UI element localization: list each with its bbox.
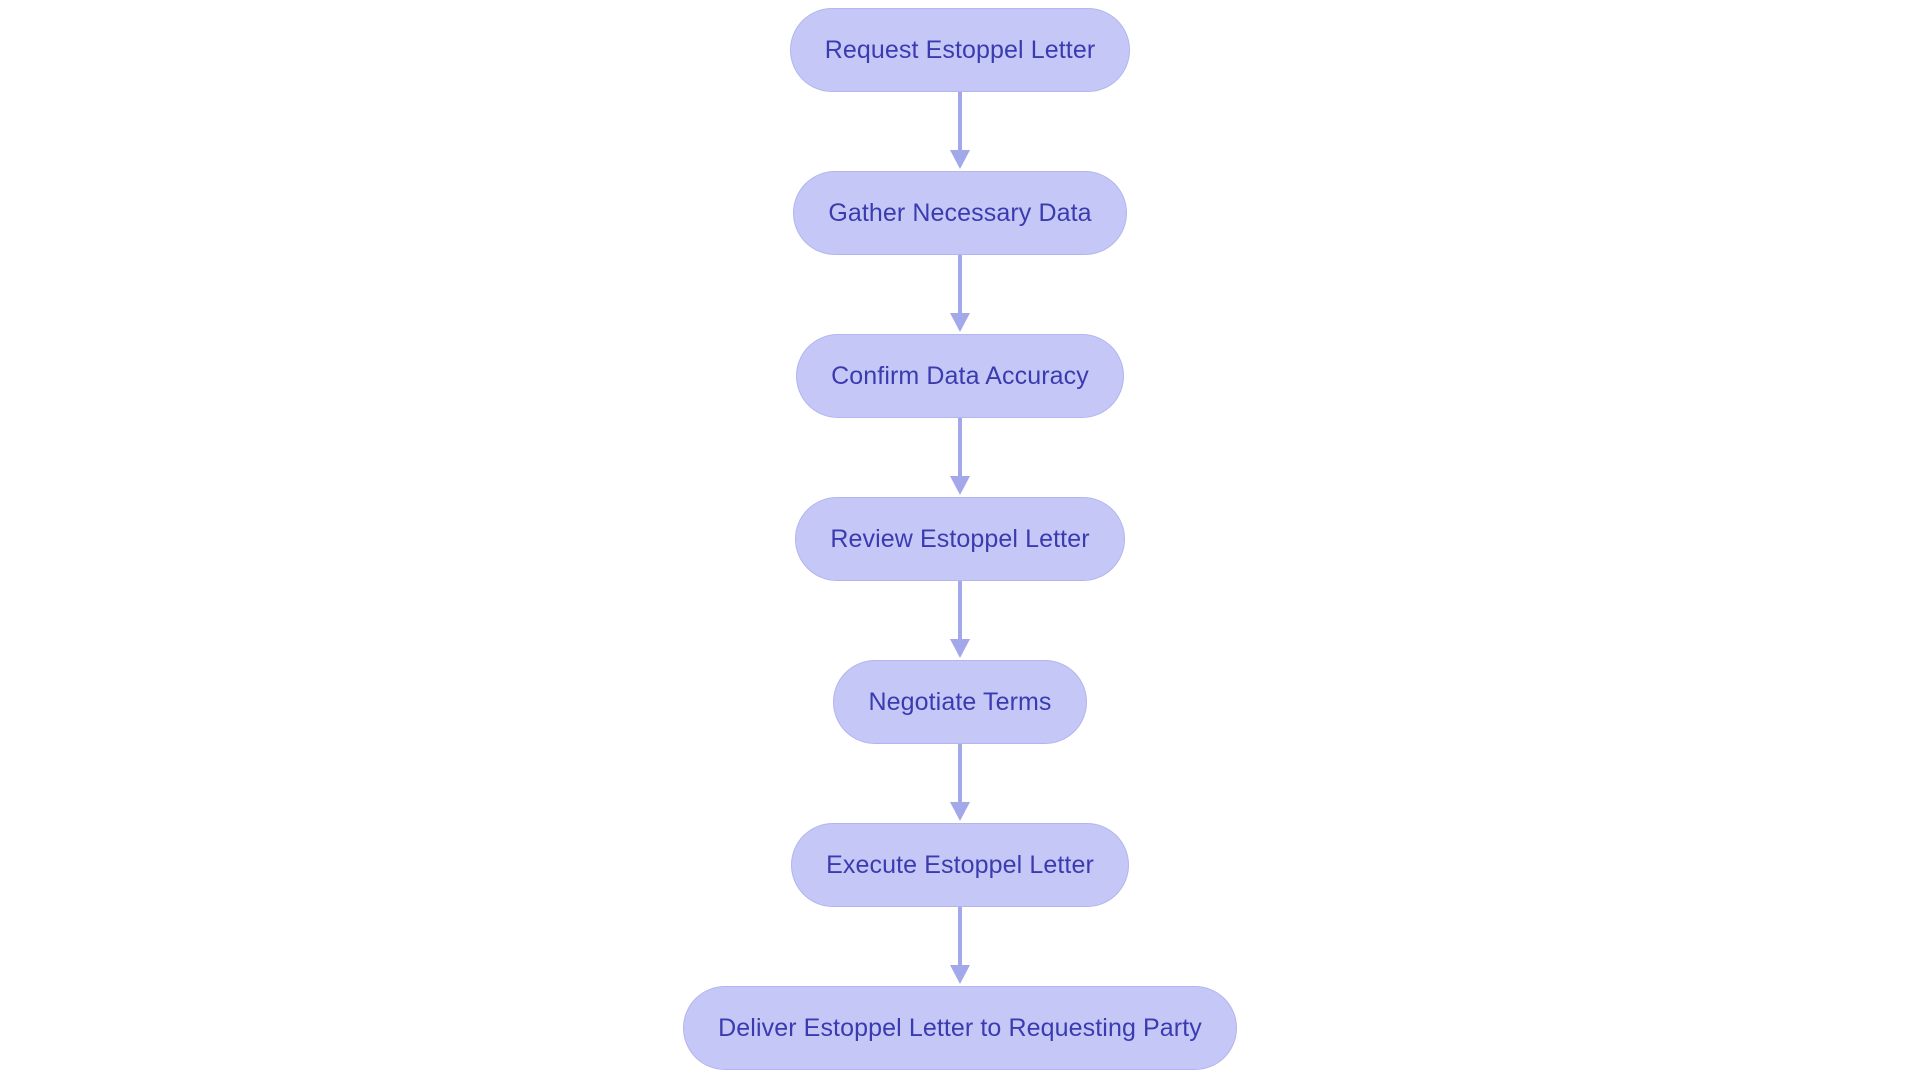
arrow-head-icon bbox=[950, 639, 970, 658]
flow-node-deliver-estoppel-letter-to-requesting-party[interactable]: Deliver Estoppel Letter to Requesting Pa… bbox=[683, 986, 1237, 1070]
arrow-head-icon bbox=[950, 965, 970, 984]
flow-arrow-down-4 bbox=[950, 581, 970, 658]
flow-node-request-estoppel-letter[interactable]: Request Estoppel Letter bbox=[789, 8, 1131, 92]
flow-arrow-down-1 bbox=[950, 92, 970, 169]
flow-node-negotiate-terms[interactable]: Negotiate Terms bbox=[833, 660, 1087, 744]
flow-node-execute-estoppel-letter[interactable]: Execute Estoppel Letter bbox=[791, 823, 1129, 907]
arrow-head-icon bbox=[950, 802, 970, 821]
arrow-head-icon bbox=[950, 476, 970, 495]
flow-node-review-estoppel-letter[interactable]: Review Estoppel Letter bbox=[795, 497, 1125, 581]
arrow-head-icon bbox=[950, 313, 970, 332]
flow-arrow-down-2 bbox=[950, 255, 970, 332]
flow-arrow-down-5 bbox=[950, 744, 970, 821]
arrow-head-icon bbox=[950, 150, 970, 169]
flow-arrow-down-6 bbox=[950, 907, 970, 984]
flow-arrow-down-3 bbox=[950, 418, 970, 495]
flow-node-gather-necessary-data[interactable]: Gather Necessary Data bbox=[793, 171, 1127, 255]
flow-node-confirm-data-accuracy[interactable]: Confirm Data Accuracy bbox=[796, 334, 1124, 418]
